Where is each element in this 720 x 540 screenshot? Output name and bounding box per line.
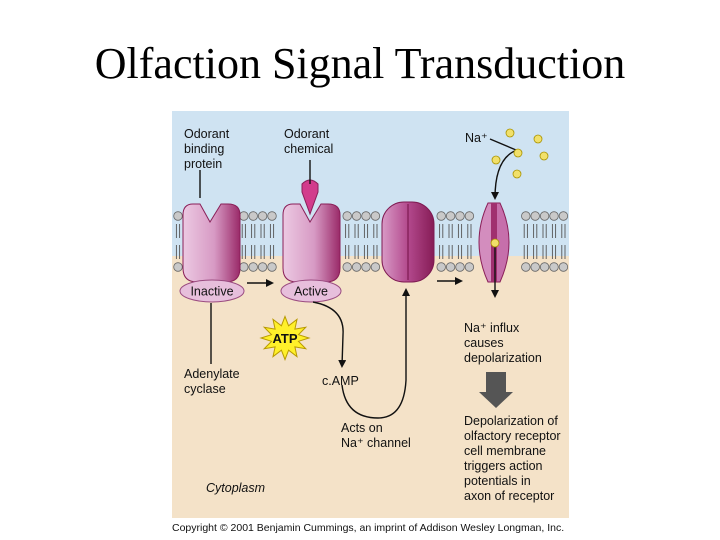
odorant-chemical-label: Odorant chemical: [284, 127, 333, 156]
odorant-binding-protein-label: Odorant binding protein: [184, 127, 233, 171]
depolarization-down-arrow: [479, 372, 513, 408]
na-ion: [512, 169, 522, 179]
atp-burst-icon: [259, 315, 311, 361]
na-ion: [513, 148, 523, 158]
copyright-text: Copyright © 2001 Benjamin Cummings, an i…: [172, 522, 564, 534]
camp-to-channel-arrow: [341, 288, 410, 419]
odorant-molecule: [301, 179, 319, 216]
na-ion: [491, 155, 501, 165]
active-badge: [280, 279, 342, 303]
adenylate-cyclase-label: Adenylate cyclase: [184, 367, 243, 396]
active-receptor-protein: [282, 179, 341, 283]
na-ion: [490, 238, 500, 248]
inactive-receptor-protein: [182, 203, 241, 283]
na-leader: [489, 138, 517, 151]
na-entry-arrow: [491, 149, 518, 200]
atp-label: ATP: [272, 331, 297, 346]
atp-to-camp-arrow: [312, 301, 347, 368]
acts-on-label: Acts on Na⁺ channel: [341, 421, 411, 450]
na-ion: [539, 151, 549, 161]
camp-label: c.AMP: [322, 374, 359, 388]
active-label: Active: [294, 285, 328, 299]
depolarization-result-label: Depolarization of olfactory receptor cel…: [464, 414, 564, 503]
inactive-badge: [179, 279, 245, 303]
na-ion: [505, 128, 515, 138]
inactive-label: Inactive: [190, 285, 233, 299]
na-influx-label: Na⁺ influx causes depolarization: [464, 321, 542, 365]
adenylate-cyclase-protein: [381, 201, 435, 283]
slide-title: Olfaction Signal Transduction: [94, 39, 626, 88]
cytoplasm-label: Cytoplasm: [206, 481, 265, 495]
na-ion: [533, 134, 543, 144]
na-ion-label: Na⁺: [465, 131, 488, 145]
na-ions: [490, 128, 549, 248]
